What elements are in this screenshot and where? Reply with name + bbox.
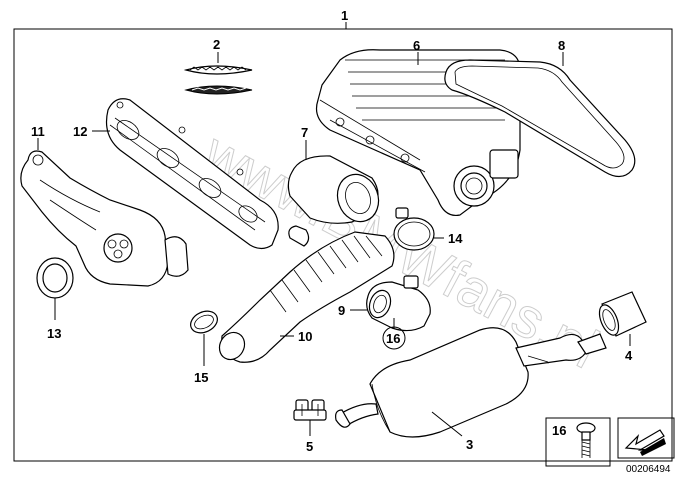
callout-11[interactable]: 11 xyxy=(31,124,45,139)
part-13-ring-gasket[interactable] xyxy=(36,257,74,299)
orientation-arrow-icon xyxy=(624,429,666,456)
callout-14[interactable]: 14 xyxy=(448,231,463,246)
callout-13[interactable]: 13 xyxy=(47,326,61,341)
part-11-exhaust-manifold[interactable] xyxy=(20,150,189,287)
orientation-inset-frame xyxy=(617,417,675,459)
part-10-intake-duct[interactable] xyxy=(215,225,395,364)
callout-1[interactable]: 1 xyxy=(341,8,348,23)
part-14-clamp[interactable] xyxy=(393,207,435,251)
callout-8[interactable]: 8 xyxy=(558,38,565,53)
callout-16-circle xyxy=(382,326,406,350)
callout-15[interactable]: 15 xyxy=(194,370,208,385)
part-7-filter[interactable] xyxy=(287,155,385,227)
part-15-hose-clamp[interactable] xyxy=(187,307,221,337)
callout-4[interactable]: 4 xyxy=(625,348,633,363)
callout-10[interactable]: 10 xyxy=(298,329,312,344)
part-12-heat-shield[interactable] xyxy=(105,98,279,250)
part-9-air-flow-sensor[interactable] xyxy=(366,275,431,332)
part-4-sleeve[interactable] xyxy=(596,291,647,338)
callout-6[interactable]: 6 xyxy=(413,38,420,53)
inset-16-frame xyxy=(545,417,611,467)
group-frame xyxy=(13,28,673,462)
part-3-muffler[interactable] xyxy=(335,327,607,438)
callout-5[interactable]: 5 xyxy=(306,439,313,454)
callout-12[interactable]: 12 xyxy=(73,124,87,139)
reference-code: 00206494 xyxy=(626,464,671,475)
part-5-clip[interactable] xyxy=(293,399,327,421)
part-8-gasket[interactable] xyxy=(444,59,636,178)
callout-2[interactable]: 2 xyxy=(213,37,220,52)
part-16-screw[interactable] xyxy=(576,422,596,458)
callout-9[interactable]: 9 xyxy=(338,303,345,318)
inset-16-label[interactable]: 16 xyxy=(552,423,566,438)
callout-16[interactable]: 16 xyxy=(386,331,400,346)
part-2-gaskets[interactable] xyxy=(183,65,253,95)
callout-7[interactable]: 7 xyxy=(301,125,308,140)
callout-3[interactable]: 3 xyxy=(466,437,473,452)
